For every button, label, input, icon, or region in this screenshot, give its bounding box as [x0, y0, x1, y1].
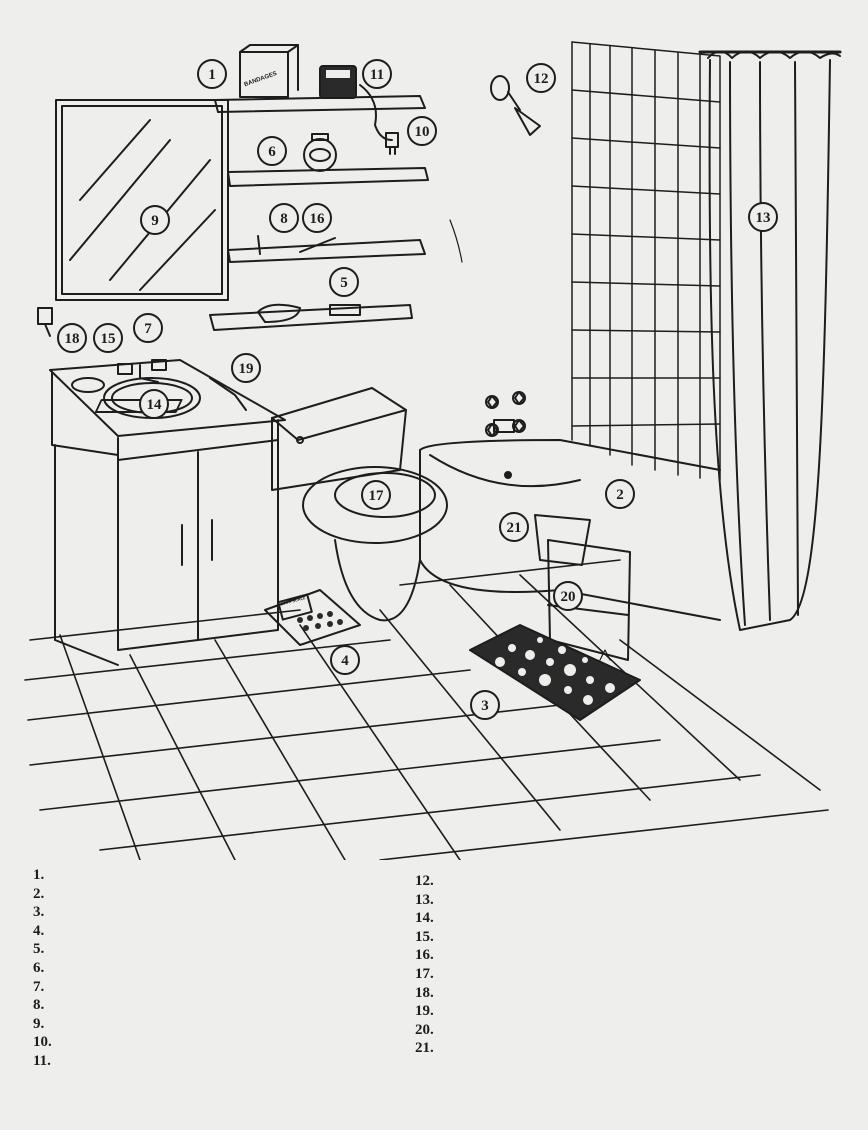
bathtub-drawing [419, 391, 721, 621]
bathroom-illustration: 1 2 3 4 5 6 7 8 9 10 11 12 13 14 15 16 1… [24, 41, 842, 860]
bandage-box-label: BANDAGES [243, 71, 277, 88]
callout-15: 15 [101, 331, 116, 347]
callout-6: 6 [268, 144, 276, 160]
answer-line-10[interactable]: 10. [33, 1034, 52, 1051]
scale-drawing [264, 589, 361, 646]
bandage-box-drawing [239, 44, 299, 98]
floor-tiles [24, 559, 829, 860]
answer-line-4[interactable]: 4. [33, 922, 45, 939]
mirror-cabinet-drawing [55, 99, 229, 301]
answer-line-7[interactable]: 7. [33, 978, 45, 995]
answer-line-20[interactable]: 20. [415, 1021, 434, 1038]
answer-line-21[interactable]: 21. [415, 1040, 434, 1057]
callout-13: 13 [756, 210, 771, 226]
callout-16: 16 [310, 211, 326, 227]
answer-line-16[interactable]: 16. [415, 947, 434, 964]
callout-14: 14 [147, 397, 163, 413]
toothbrush-holder-drawing [257, 303, 361, 323]
answer-line-8[interactable]: 8. [33, 997, 45, 1014]
callout-5: 5 [340, 275, 348, 291]
answer-line-9[interactable]: 9. [33, 1015, 45, 1032]
answer-line-17[interactable]: 17. [415, 965, 434, 982]
toilet-drawing [94, 387, 448, 622]
callout-8: 8 [280, 211, 288, 227]
answer-list-left: 1. 2. 3. 4. 5. 6. 7. 8. 9. 10. 11. [33, 866, 52, 1071]
jar-drawing [303, 133, 337, 172]
callout-19: 19 [239, 361, 254, 377]
callout-1: 1 [208, 67, 216, 83]
callout-17: 17 [369, 488, 385, 504]
answer-line-13[interactable]: 13. [415, 891, 434, 908]
callout-12: 12 [534, 71, 549, 87]
answer-line-6[interactable]: 6. [33, 959, 45, 976]
answer-line-12[interactable]: 12. [415, 873, 434, 889]
toothpaste-drawing [209, 377, 247, 411]
callout-18: 18 [65, 331, 80, 347]
callout-9: 9 [151, 213, 159, 229]
towel-21-drawing [534, 514, 591, 566]
callout-3: 3 [481, 698, 489, 714]
callout-11: 11 [370, 67, 384, 83]
answer-line-1[interactable]: 1. [33, 867, 45, 883]
answer-line-15[interactable]: 15. [415, 928, 434, 945]
answer-list-right: 12. 13. 14. 15. 16. 17. 18. 19. 20. 21. [415, 872, 434, 1058]
towel-hook-drawing [37, 307, 53, 337]
shower-head-drawing [490, 75, 541, 136]
callout-7: 7 [144, 321, 152, 337]
callout-4: 4 [341, 653, 349, 669]
callout-20: 20 [561, 589, 576, 605]
comb-toothbrush-drawing [257, 235, 336, 255]
answer-line-5[interactable]: 5. [33, 941, 45, 958]
answer-line-2[interactable]: 2. [33, 885, 45, 902]
vanity-drawing [49, 359, 286, 666]
bath-mat-drawing [469, 624, 641, 721]
answer-line-3[interactable]: 3. [33, 904, 45, 921]
shower-curtain [698, 50, 842, 631]
answer-line-11[interactable]: 11. [33, 1052, 51, 1069]
callout-21: 21 [507, 520, 522, 536]
scale-dial-label: BATH SCALE [280, 595, 306, 607]
answer-line-19[interactable]: 19. [415, 1003, 434, 1020]
answer-line-14[interactable]: 14. [415, 910, 434, 927]
wall-tiles [571, 41, 721, 481]
callout-2: 2 [616, 487, 624, 503]
callout-10: 10 [415, 124, 430, 140]
razor-drawing [319, 65, 399, 155]
answer-line-18[interactable]: 18. [415, 984, 434, 1001]
